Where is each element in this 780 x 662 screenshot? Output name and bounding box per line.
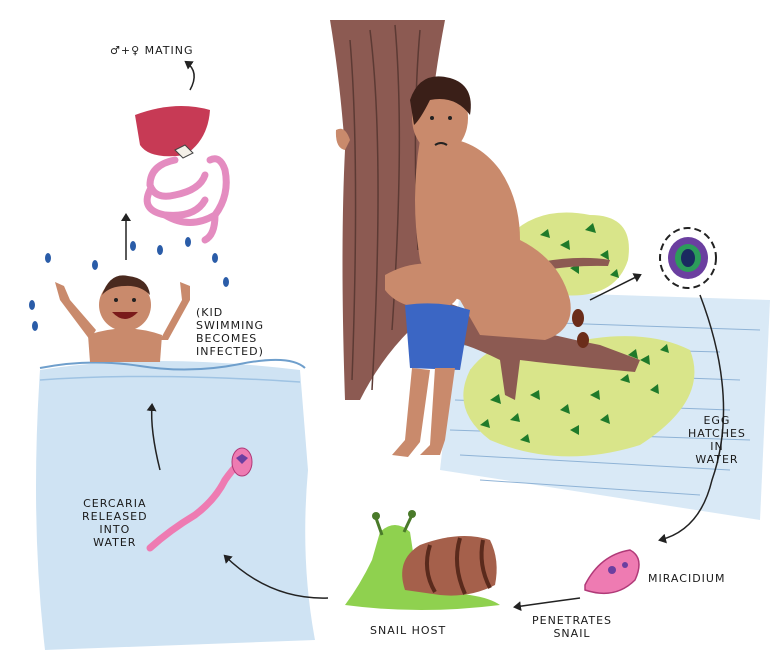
kid-swimming-line-4: INFECTED) bbox=[196, 345, 264, 358]
egg-hatches-line-2: HATCHES bbox=[688, 427, 746, 440]
egg-icon bbox=[659, 227, 717, 289]
penetrates-line-1: PENETRATES bbox=[532, 614, 613, 627]
egg-hatches-line-1: EGG bbox=[703, 414, 731, 427]
feces-2 bbox=[577, 332, 589, 348]
liver bbox=[135, 106, 210, 157]
arrow-to-mating bbox=[184, 60, 195, 91]
water-body bbox=[36, 361, 315, 650]
intestines bbox=[143, 155, 230, 244]
egg-hatches-line-3: IN bbox=[710, 440, 724, 453]
bush-leaves bbox=[480, 223, 669, 443]
man-figure bbox=[335, 76, 589, 457]
egg-hatches-label: EGG HATCHES IN WATER bbox=[688, 414, 746, 466]
feces-1 bbox=[572, 309, 584, 327]
mating-label: ♂+♀ MATING bbox=[110, 44, 194, 57]
cercaria-line-2: RELEASED bbox=[82, 510, 148, 523]
cercaria-label: CERCARIA RELEASED INTO WATER bbox=[82, 497, 148, 549]
man-shorts bbox=[405, 303, 470, 370]
egg-hatches-line-4: WATER bbox=[695, 453, 739, 466]
man-leg-left bbox=[392, 368, 430, 457]
cercaria-icon bbox=[146, 447, 253, 552]
arrow-to-snail bbox=[513, 597, 581, 612]
kid-swimming-line-1: (KID bbox=[196, 306, 224, 319]
miracidium-icon bbox=[584, 549, 640, 595]
kid-swimming-label: (KID SWIMMING BECOMES INFECTED) bbox=[196, 306, 264, 358]
water-splashes bbox=[29, 237, 229, 331]
kid-arm-right bbox=[160, 282, 190, 340]
cercaria-line-1: CERCARIA bbox=[83, 497, 147, 510]
liver-intestine-icon bbox=[135, 106, 230, 244]
man-hair bbox=[410, 76, 471, 125]
kid-arm-left bbox=[55, 282, 96, 340]
cercaria-line-4: WATER bbox=[93, 536, 137, 549]
kid-head bbox=[99, 279, 151, 331]
kid-swimming-line-2: SWIMMING bbox=[196, 319, 265, 332]
arrow-to-miracidium bbox=[658, 294, 725, 544]
penetrates-line-2: SNAIL bbox=[553, 627, 591, 640]
man-hand bbox=[335, 128, 350, 150]
miracidium-label: MIRACIDIUM bbox=[648, 572, 726, 585]
arrow-to-cercaria bbox=[223, 554, 329, 599]
snail-host-label: SNAIL HOST bbox=[370, 624, 447, 637]
man-knee bbox=[385, 263, 460, 310]
penetrates-snail-label: PENETRATES SNAIL bbox=[532, 614, 612, 640]
cercaria-line-3: INTO bbox=[99, 523, 131, 536]
arrow-to-egg bbox=[589, 273, 642, 301]
kid-figure bbox=[29, 237, 229, 362]
snail-icon bbox=[345, 510, 500, 610]
left-water-pool bbox=[36, 358, 315, 650]
kid-swimming-line-3: BECOMES bbox=[196, 332, 258, 345]
arrow-to-kid bbox=[146, 403, 161, 471]
cycle-arrows bbox=[121, 60, 725, 612]
man-leg-right bbox=[420, 368, 455, 455]
upper-branch bbox=[540, 257, 610, 270]
